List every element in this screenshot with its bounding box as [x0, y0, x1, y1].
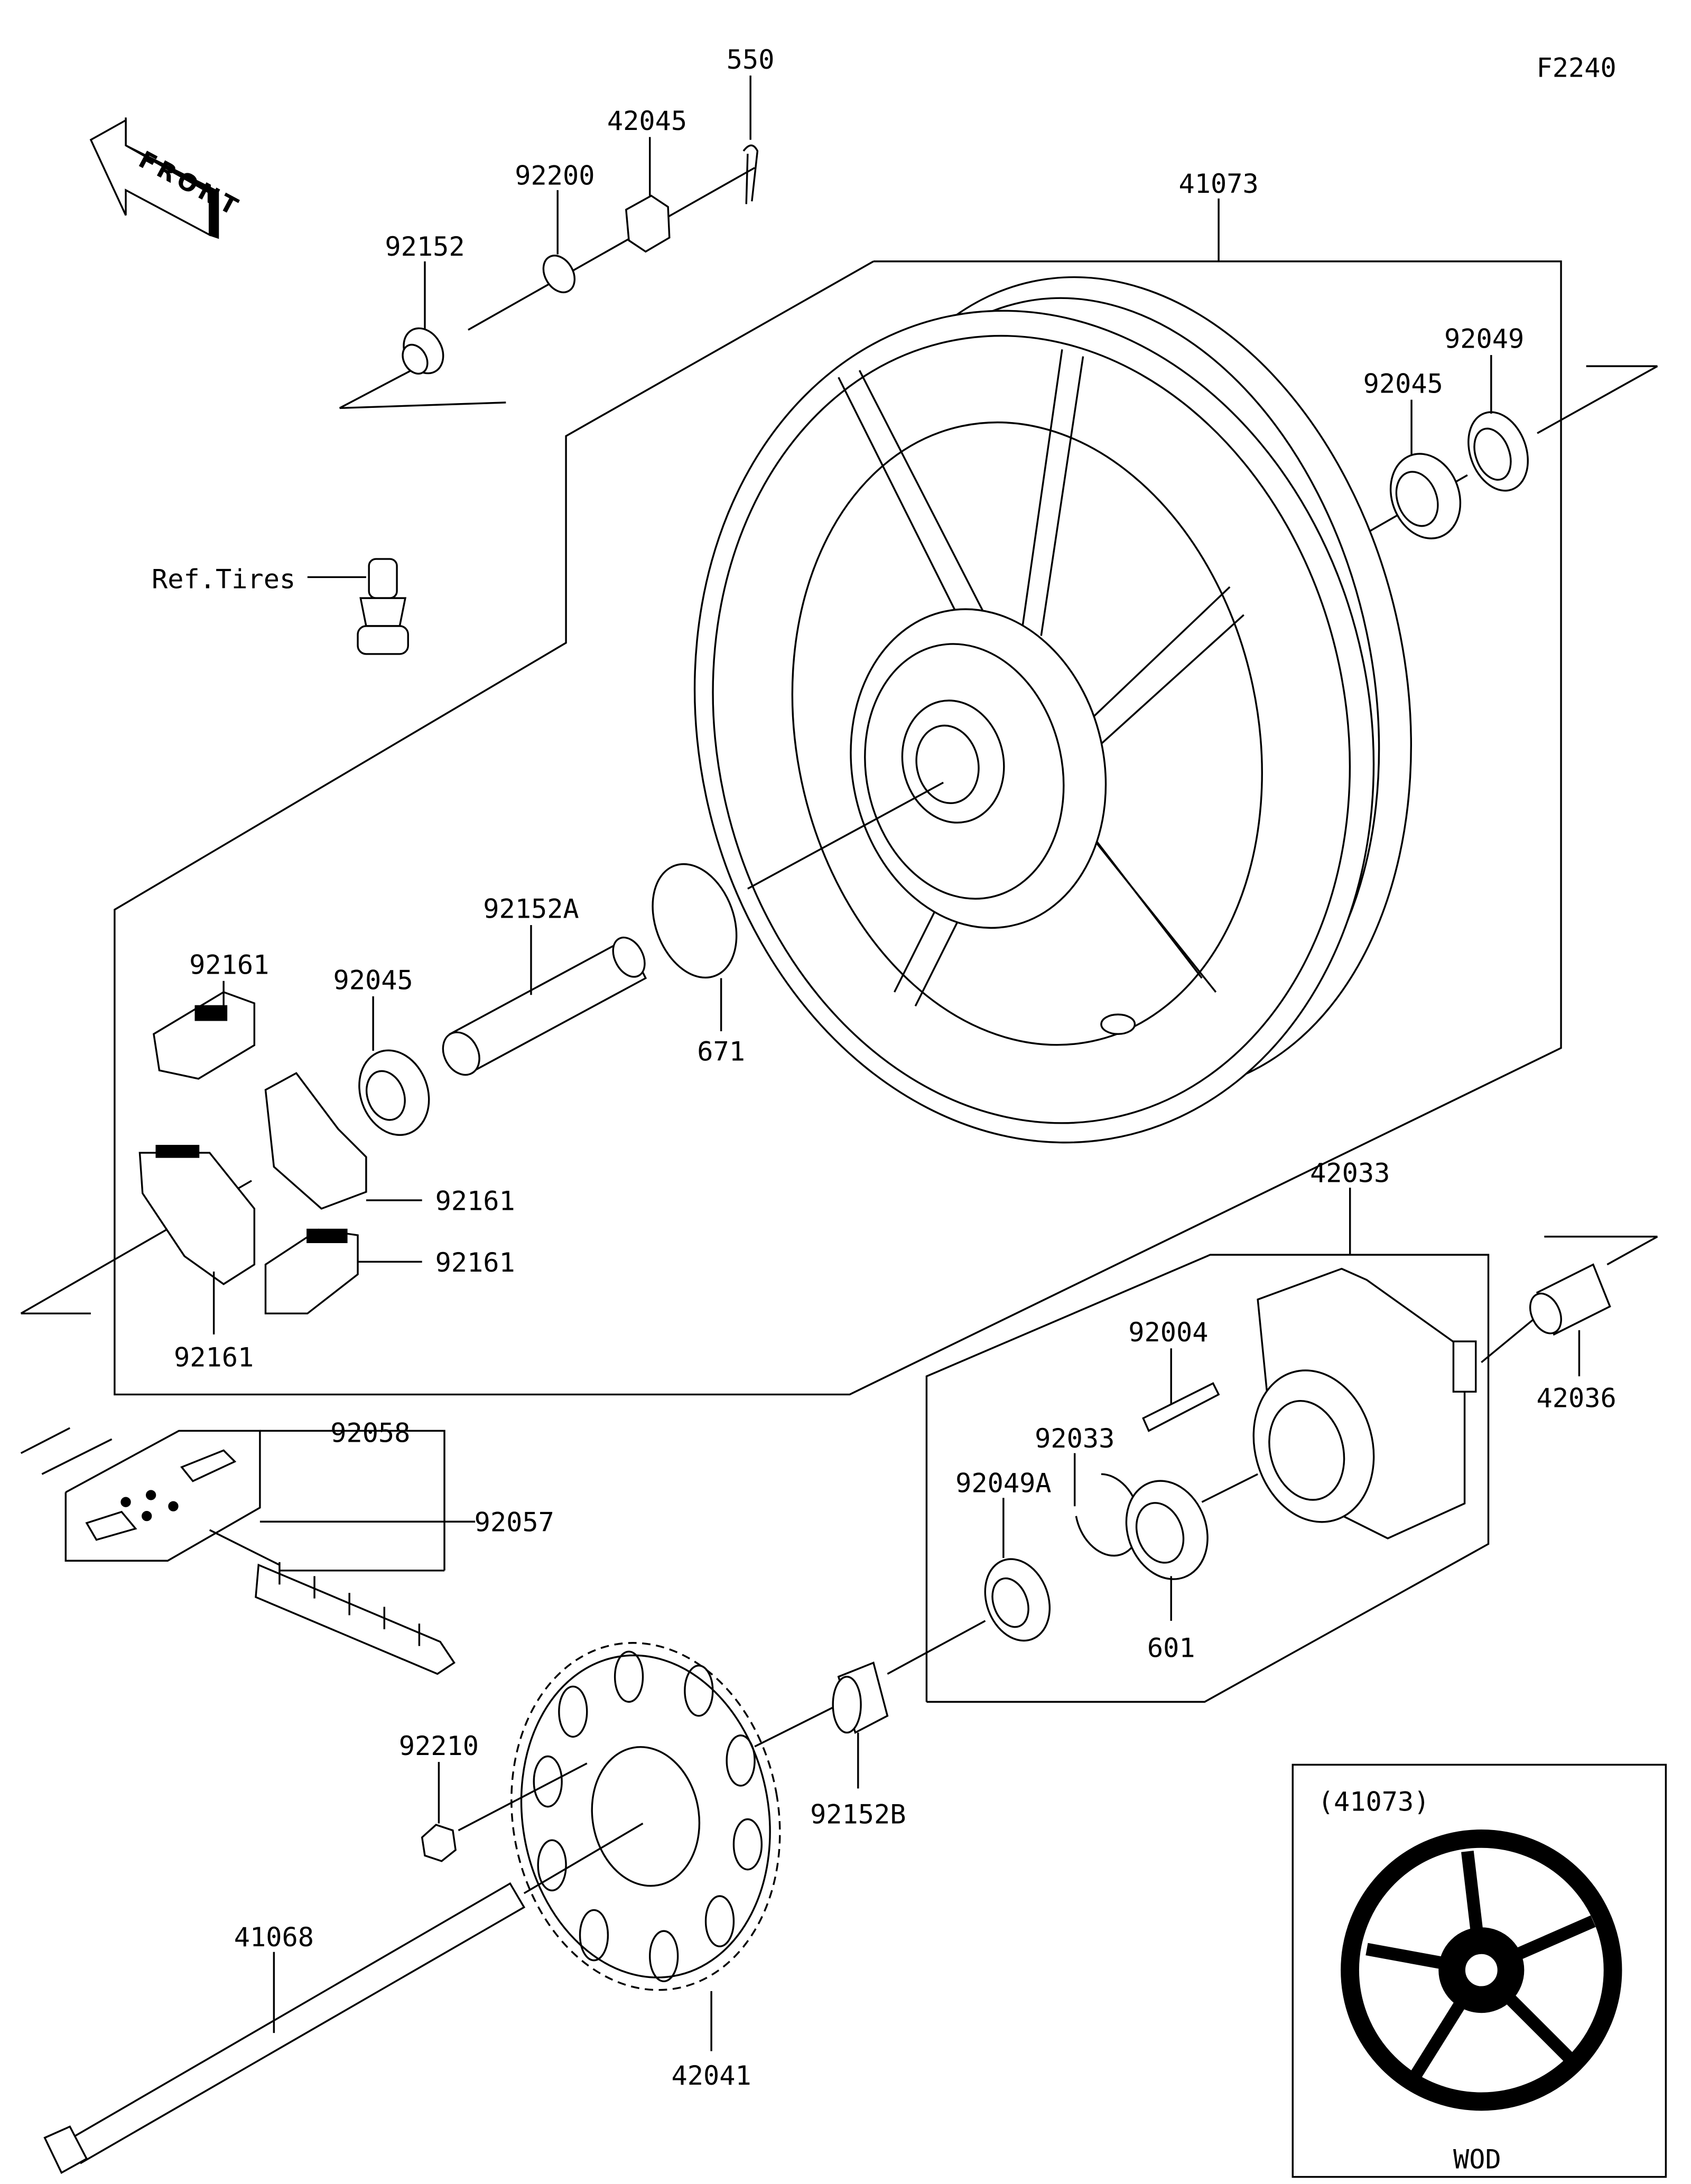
part-92049-seal	[1467, 411, 1529, 492]
part-41068-axle	[43, 1882, 526, 2174]
diagram-code: F2240	[1537, 52, 1616, 83]
label-92200: 92200	[515, 160, 594, 191]
part-92200-washer	[542, 255, 576, 293]
hub-assembly-frame	[925, 1254, 1490, 1703]
part-550-cotter-pin	[742, 144, 759, 204]
part-92057-chain	[255, 1562, 456, 1675]
label-601: 601	[1147, 1632, 1195, 1664]
label-92045-top: 92045	[1363, 368, 1443, 399]
label-550: 550	[727, 44, 775, 75]
part-41073-wheel	[693, 276, 1412, 1144]
label-41073: 41073	[1179, 168, 1259, 199]
label-42045: 42045	[607, 105, 687, 136]
part-601-bearing	[1125, 1480, 1209, 1580]
label-41068: 41068	[234, 1921, 314, 1953]
part-92152B-collar	[832, 1662, 889, 1734]
label-92152: 92152	[385, 231, 464, 262]
part-92161-damper-d	[264, 1228, 359, 1314]
label-92057: 92057	[475, 1507, 554, 1538]
label-42036: 42036	[1537, 1382, 1616, 1413]
part-42045-nut	[625, 194, 671, 253]
part-tire-valve	[357, 558, 409, 655]
label-42033: 42033	[1310, 1158, 1390, 1189]
label-92161-a: 92161	[189, 949, 269, 981]
inset-caption: WOD	[1453, 2144, 1501, 2175]
part-42036-collar	[1529, 1263, 1611, 1336]
part-92049A-seal	[984, 1558, 1051, 1642]
part-42033-sprocket-hub	[1252, 1267, 1477, 1539]
part-42041-rear-sprocket	[510, 1642, 781, 1991]
inset-wheel-panel: (41073) WOD	[1292, 1763, 1667, 2178]
label-92004: 92004	[1128, 1317, 1208, 1348]
label-92045-left: 92045	[333, 965, 413, 996]
part-92152-collar	[402, 327, 444, 375]
label-92152A: 92152A	[483, 893, 579, 925]
part-92161-damper-c	[138, 1145, 256, 1285]
part-92161-damper-a	[153, 991, 256, 1080]
part-92004-stud	[1142, 1382, 1220, 1432]
part-92045-bearing-left	[358, 1049, 430, 1136]
front-arrow-icon: FRONT	[89, 117, 246, 239]
label-92058: 92058	[330, 1417, 410, 1448]
part-92161-damper-b	[264, 1072, 367, 1210]
label-92049: 92049	[1444, 323, 1524, 354]
label-92161-d: 92161	[174, 1342, 254, 1373]
label-42041: 42041	[672, 2060, 751, 2091]
part-92152A-collar	[442, 936, 647, 1076]
chain-joint-frame	[64, 1430, 261, 1562]
part-92210-nut	[421, 1824, 457, 1862]
part-671-o-ring	[652, 863, 738, 979]
wheel-assembly-frame	[114, 260, 1562, 1396]
part-92058-chain-joint	[85, 1449, 237, 1541]
inset-title: (41073)	[1318, 1786, 1430, 1817]
label-92049A: 92049A	[955, 1468, 1051, 1499]
label-92161-b: 92161	[435, 1185, 515, 1216]
label-92033: 92033	[1035, 1423, 1114, 1454]
label-92152B: 92152B	[810, 1798, 906, 1830]
ref-tires-link[interactable]: Ref.Tires	[152, 564, 295, 595]
part-92045-bearing	[1389, 453, 1462, 539]
label-92210: 92210	[399, 1730, 479, 1761]
label-671: 671	[697, 1035, 745, 1067]
label-92161-c: 92161	[435, 1247, 515, 1278]
